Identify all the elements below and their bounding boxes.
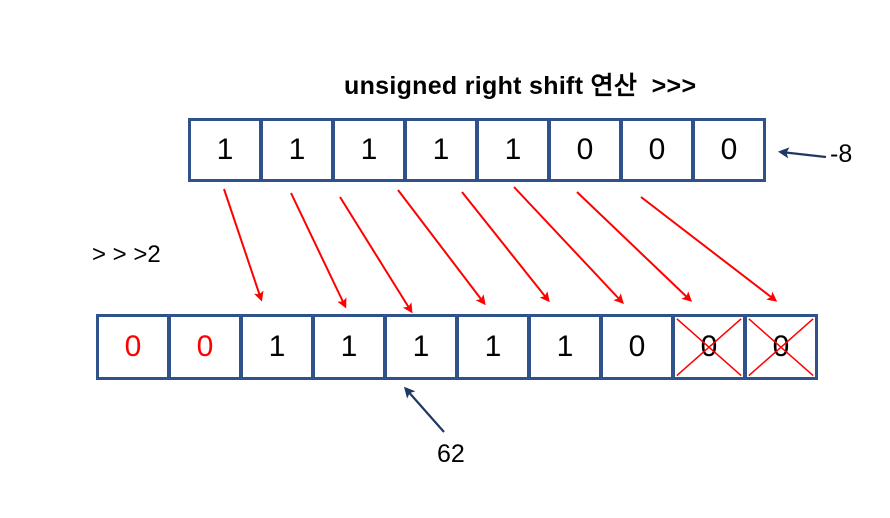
bit-cell: 0 — [744, 314, 818, 380]
bit-cell: 1 — [456, 314, 530, 380]
shift-operation-label: > > >2 — [92, 241, 161, 268]
bit-cell: 1 — [476, 118, 550, 182]
bit-cell: 1 — [240, 314, 314, 380]
bit-cell: 0 — [600, 314, 674, 380]
shift-arrow — [339, 196, 413, 314]
bit-value: 1 — [288, 133, 306, 166]
bit-value: 0 — [700, 330, 718, 363]
result-pointer — [403, 386, 445, 433]
bit-value: 0 — [576, 133, 594, 166]
bit-value: 1 — [340, 330, 358, 363]
shift-arrow — [576, 191, 693, 302]
shift-arrow — [513, 186, 624, 305]
bit-value: 1 — [504, 133, 522, 166]
bit-value: 0 — [628, 330, 646, 363]
bit-value: 1 — [268, 330, 286, 363]
bit-value: 0 — [720, 133, 738, 166]
bit-value: 1 — [360, 133, 378, 166]
bit-value: 0 — [124, 330, 142, 363]
page-title: unsigned right shift 연산 >>> — [344, 72, 697, 100]
bit-cell: 0 — [168, 314, 242, 380]
bit-value: 1 — [412, 330, 430, 363]
bottom-row-value-label: 62 — [437, 440, 465, 468]
bottom-bit-row: 0 0 1 1 1 1 1 0 0 0 — [96, 314, 818, 380]
bit-cell: 0 — [96, 314, 170, 380]
bit-value: 1 — [484, 330, 502, 363]
bit-cell: 0 — [548, 118, 622, 182]
bit-value: 0 — [648, 133, 666, 166]
bit-value: 0 — [772, 330, 790, 363]
bit-cell: 0 — [672, 314, 746, 380]
top-bit-row: 1 1 1 1 1 0 0 0 — [188, 118, 766, 182]
bit-cell: 0 — [692, 118, 766, 182]
bit-cell: 0 — [620, 118, 694, 182]
shift-arrow — [223, 188, 264, 302]
bit-cell: 1 — [260, 118, 334, 182]
shift-arrow — [640, 196, 778, 302]
bit-cell: 1 — [188, 118, 262, 182]
shift-arrow — [461, 191, 550, 303]
bit-cell: 1 — [384, 314, 458, 380]
shift-arrow — [397, 189, 486, 306]
bit-value: 1 — [556, 330, 574, 363]
bit-value: 1 — [216, 133, 234, 166]
bit-value: 1 — [432, 133, 450, 166]
bit-cell: 1 — [404, 118, 478, 182]
bit-cell: 1 — [332, 118, 406, 182]
shift-arrow — [290, 192, 347, 309]
bit-value: 0 — [196, 330, 214, 363]
minus8-pointer — [777, 147, 827, 159]
bit-cell: 1 — [312, 314, 386, 380]
bit-cell: 1 — [528, 314, 602, 380]
top-row-value-label: -8 — [830, 140, 853, 168]
